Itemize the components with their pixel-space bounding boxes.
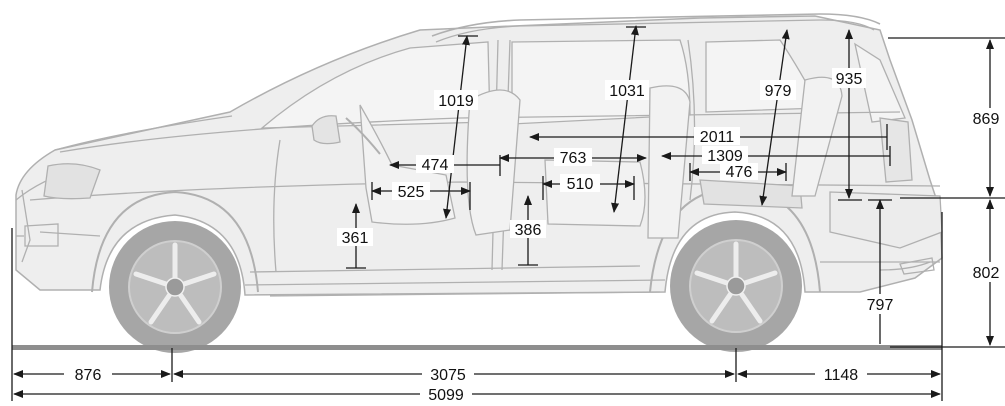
overall-length-label: 5099 bbox=[428, 387, 464, 401]
rear-height-upper-label: 869 bbox=[973, 111, 1000, 128]
rear-door-height-label: 797 bbox=[867, 297, 894, 314]
dimension-labels: 876 3075 1148 5099 869 802 797 935 979 1… bbox=[64, 68, 1005, 404]
ground-line bbox=[12, 345, 942, 350]
headroom-front-label: 1019 bbox=[438, 93, 474, 110]
seat-height-front-label: 361 bbox=[342, 230, 369, 247]
legroom-front-label: 474 bbox=[422, 157, 449, 174]
load-length-total-label: 2011 bbox=[700, 129, 735, 146]
front-wheel-icon bbox=[109, 221, 241, 353]
headroom-second-row-label: 1031 bbox=[609, 83, 645, 100]
rear-wheel-icon bbox=[670, 220, 802, 352]
wheelbase-label: 3075 bbox=[430, 367, 466, 384]
load-length-folded-label: 1309 bbox=[707, 148, 743, 165]
rear-height-lower-label: 802 bbox=[973, 265, 1000, 282]
front-overhang-label: 876 bbox=[75, 367, 102, 384]
rear-headroom-label: 935 bbox=[836, 71, 863, 88]
seat-length-third-label: 476 bbox=[726, 164, 753, 181]
legroom-second-row-label: 763 bbox=[560, 150, 587, 167]
rear-overhang-label: 1148 bbox=[824, 367, 859, 384]
seat-length-front-label: 525 bbox=[398, 184, 425, 201]
headroom-third-row-label: 979 bbox=[765, 83, 792, 100]
suv-side-view-icon bbox=[15, 13, 943, 297]
seat-length-second-label: 510 bbox=[567, 176, 594, 193]
dimension-lines bbox=[11, 25, 1005, 401]
seat-height-second-label: 386 bbox=[515, 222, 542, 239]
